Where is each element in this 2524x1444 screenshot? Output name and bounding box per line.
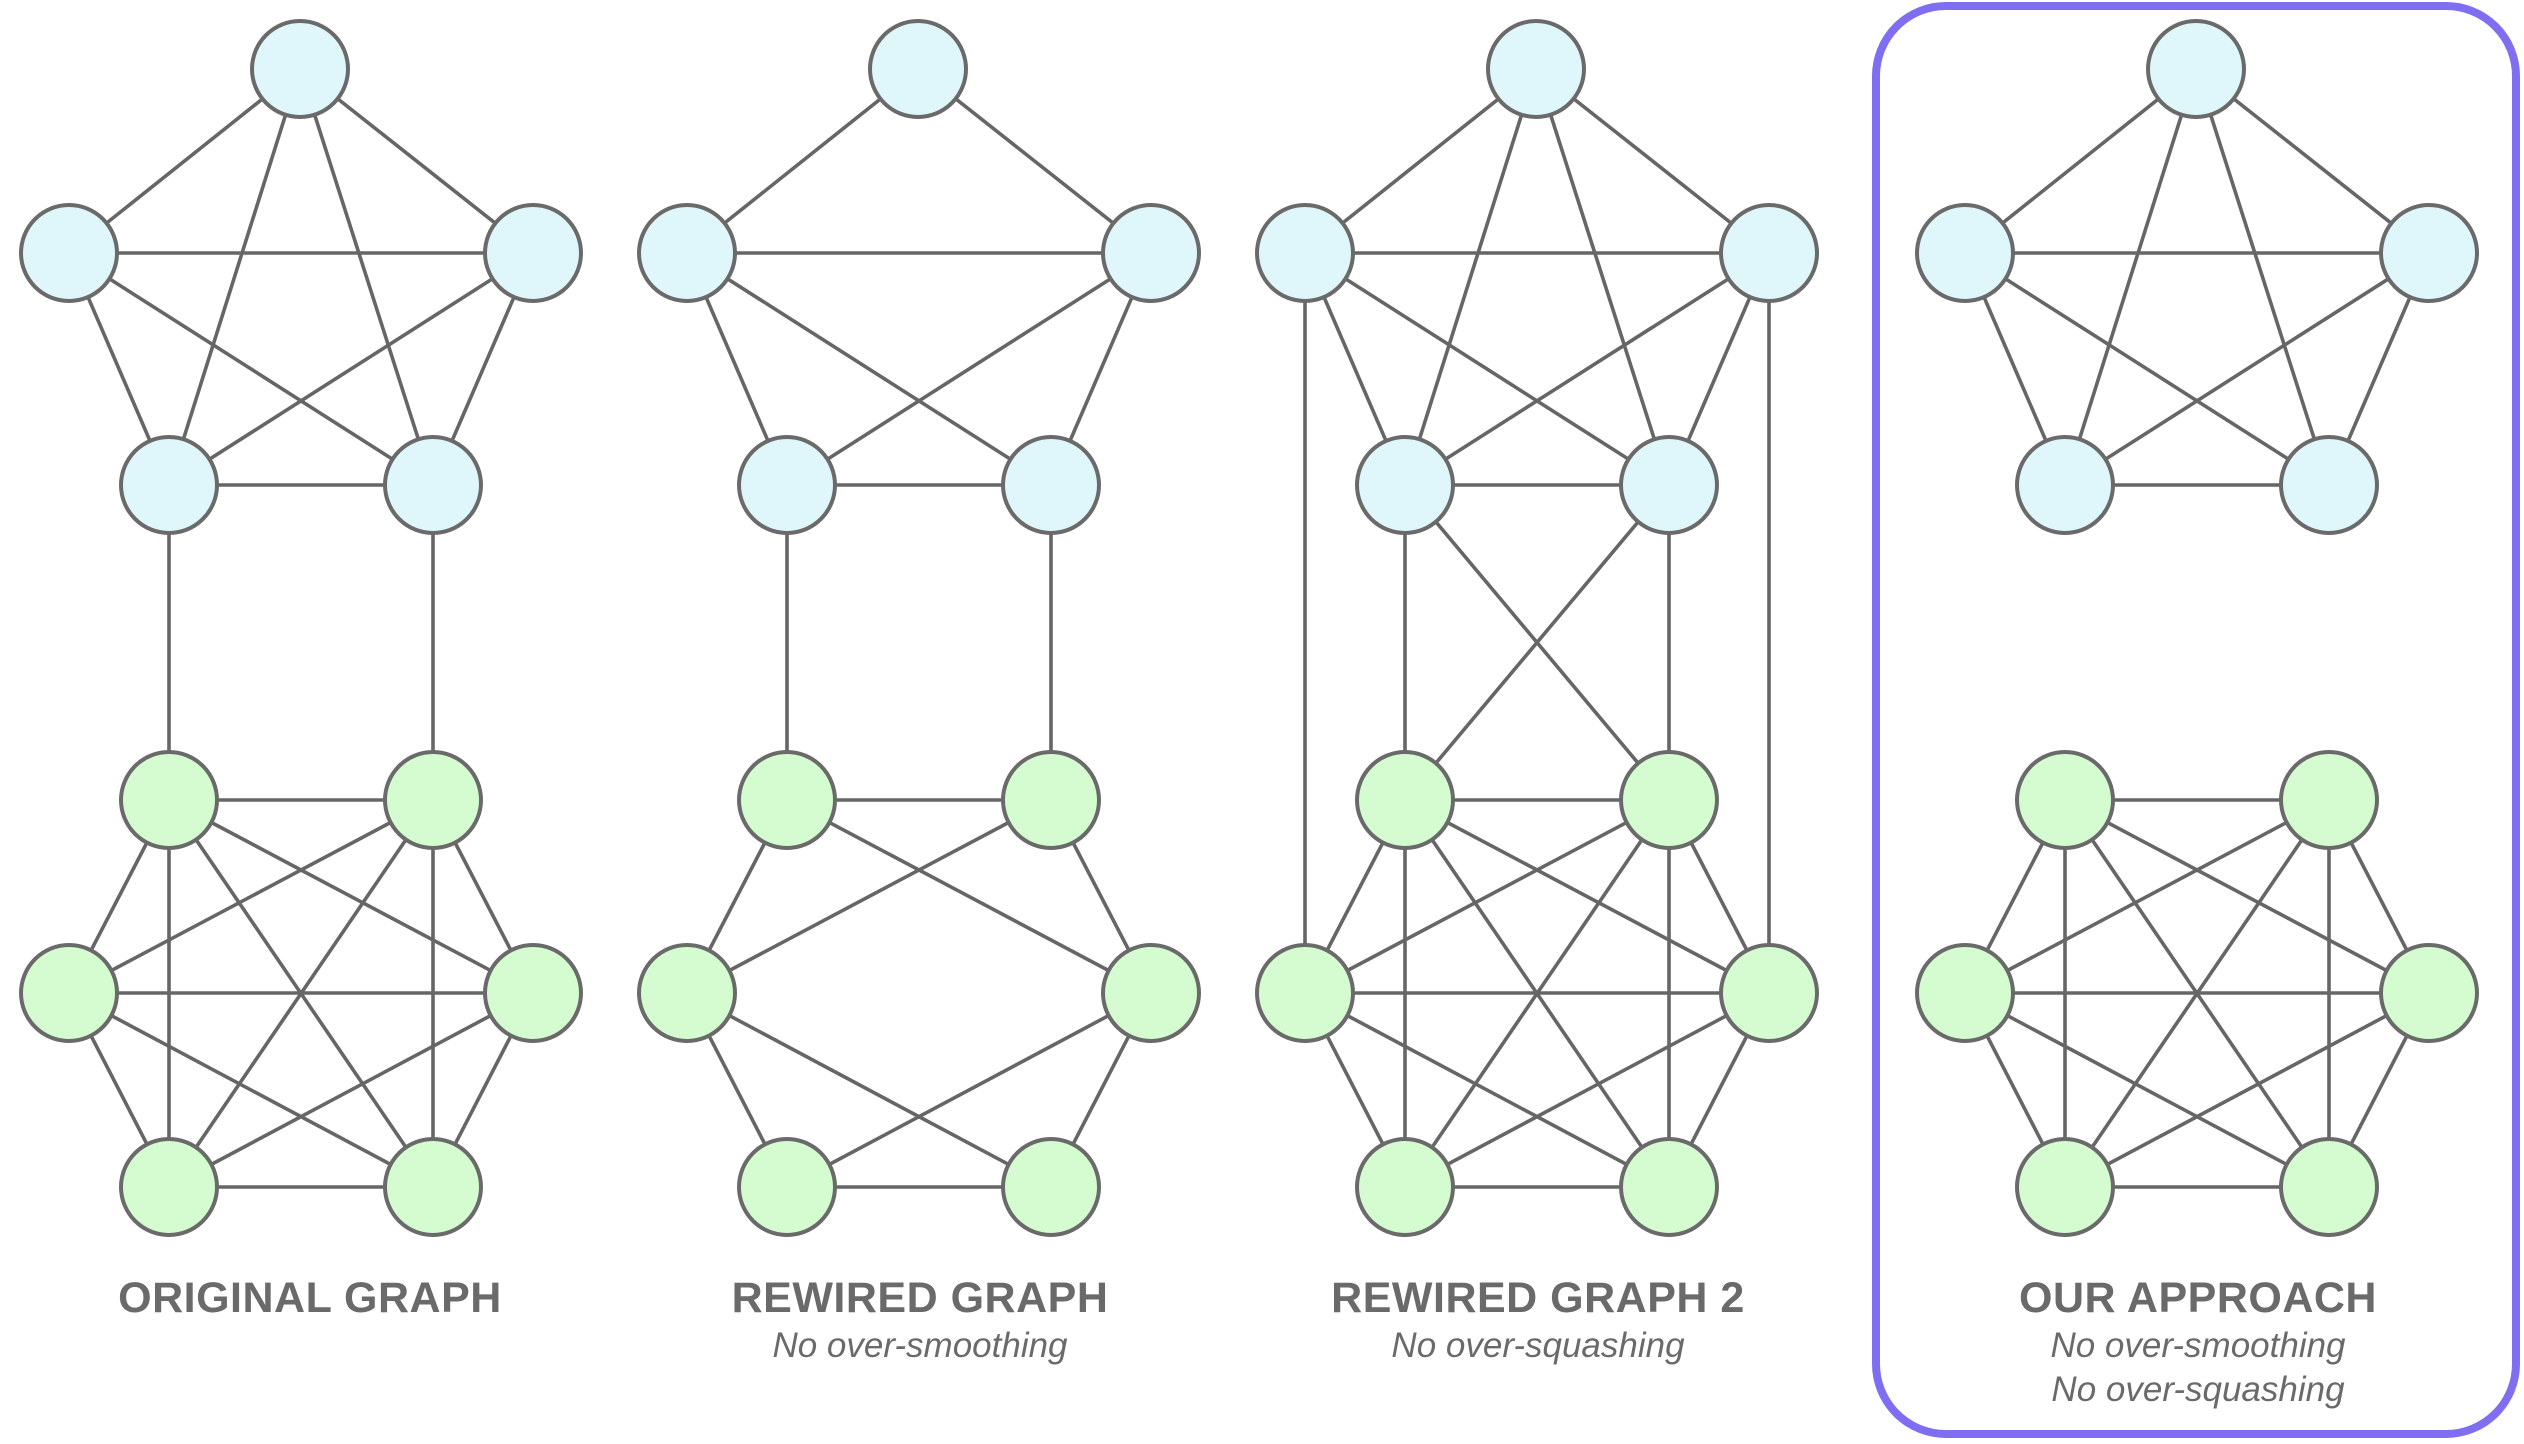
- bottom-left-node: [19, 943, 119, 1043]
- top-lower-right-node: [383, 435, 483, 535]
- graph-panel-original: [19, 19, 583, 1237]
- panel-title-rewired-graph: REWIRED GRAPH: [731, 1274, 1109, 1322]
- panel-subtitle-no-over-smoothing: No over-smoothing: [2050, 1326, 2346, 1365]
- bottom-upper-left-node: [2015, 750, 2115, 850]
- top-apex-node: [2146, 19, 2246, 119]
- top-lower-right-node: [1619, 435, 1719, 535]
- graph-edge: [685, 251, 1053, 487]
- bottom-lower-right-node: [1619, 1137, 1719, 1237]
- top-lower-left-node: [737, 435, 837, 535]
- graph-edge: [2063, 991, 2431, 1189]
- bottom-left-node: [1255, 943, 1355, 1043]
- graph-edge: [1403, 251, 1771, 487]
- bottom-upper-left-node: [737, 750, 837, 850]
- graph-edge: [2063, 67, 2198, 487]
- graph-edge: [1403, 798, 1771, 995]
- bottom-left-node: [637, 943, 737, 1043]
- caption-rewired-2: REWIRED GRAPH 2 No over-squashing: [1228, 1272, 1848, 1368]
- top-left-node: [1255, 203, 1355, 303]
- graph-edge: [1963, 798, 2331, 995]
- graph-edge: [67, 798, 435, 995]
- graph-edge: [1963, 991, 2331, 1189]
- graph-edge: [2063, 251, 2431, 487]
- graph-edge: [2063, 798, 2431, 995]
- graph-edge: [1963, 251, 2331, 487]
- our-approach-highlight-box: [1872, 2, 2520, 1438]
- panel-subtitle-no-over-squashing: No over-squashing: [2051, 1370, 2345, 1409]
- top-apex-node: [1486, 19, 1586, 119]
- top-left-node: [1915, 203, 2015, 303]
- caption-our-approach: OUR APPROACH No over-smoothing No over-s…: [1888, 1272, 2508, 1412]
- bottom-right-node: [1719, 943, 1819, 1043]
- bottom-right-node: [2379, 943, 2479, 1043]
- caption-rewired: REWIRED GRAPH No over-smoothing: [610, 1272, 1230, 1368]
- bottom-upper-right-node: [383, 750, 483, 850]
- top-lower-left-node: [1355, 435, 1455, 535]
- graph-edge: [167, 798, 535, 995]
- bottom-upper-right-node: [1001, 750, 1101, 850]
- graph-panel-ours: [1915, 19, 2479, 1237]
- bottom-upper-left-node: [119, 750, 219, 850]
- graph-edge: [167, 991, 535, 1189]
- top-lower-right-node: [1001, 435, 1101, 535]
- graph-edge: [785, 991, 1153, 1189]
- bottom-upper-right-node: [1619, 750, 1719, 850]
- bottom-upper-right-node: [2279, 750, 2379, 850]
- graph-panel-rewired2: [1255, 19, 1819, 1237]
- bottom-lower-right-node: [383, 1137, 483, 1237]
- graph-edge: [1303, 251, 1671, 487]
- bottom-right-node: [483, 943, 583, 1043]
- graph-edge: [67, 251, 435, 487]
- bottom-lower-left-node: [2015, 1137, 2115, 1237]
- bottom-lower-right-node: [2279, 1137, 2379, 1237]
- panel-title-original-graph: ORIGINAL GRAPH: [118, 1274, 502, 1322]
- panel-title-rewired-graph-2: REWIRED GRAPH 2: [1331, 1274, 1745, 1322]
- bottom-upper-left-node: [1355, 750, 1455, 850]
- top-right-node: [483, 203, 583, 303]
- graph-edge: [785, 798, 1153, 995]
- panel-subtitle-no-over-smoothing: No over-smoothing: [772, 1326, 1068, 1365]
- top-right-node: [2379, 203, 2479, 303]
- top-apex-node: [250, 19, 350, 119]
- graph-edge: [298, 67, 435, 487]
- bottom-lower-left-node: [119, 1137, 219, 1237]
- graph-edge: [1403, 991, 1771, 1189]
- caption-original: ORIGINAL GRAPH: [0, 1272, 620, 1324]
- graph-edge: [1303, 798, 1671, 995]
- panel-subtitle-no-over-squashing: No over-squashing: [1391, 1326, 1685, 1365]
- graph-edge: [1403, 483, 1671, 802]
- graph-edge: [1303, 991, 1671, 1189]
- top-lower-left-node: [119, 435, 219, 535]
- graph-edge: [1403, 67, 1538, 487]
- graph-edge: [685, 991, 1053, 1189]
- graph-edge: [685, 798, 1053, 995]
- graph-edge: [167, 67, 302, 487]
- bottom-lower-left-node: [1355, 1137, 1455, 1237]
- graph-edge: [785, 251, 1153, 487]
- graph-edge: [2194, 67, 2331, 487]
- top-lower-right-node: [2279, 435, 2379, 535]
- bottom-right-node: [1101, 943, 1201, 1043]
- graph-edge: [67, 991, 435, 1189]
- bottom-lower-left-node: [737, 1137, 837, 1237]
- graph-edge: [167, 251, 535, 487]
- top-lower-left-node: [2015, 435, 2115, 535]
- panel-title-our-approach: OUR APPROACH: [2019, 1274, 2377, 1322]
- top-right-node: [1719, 203, 1819, 303]
- bottom-left-node: [1915, 943, 2015, 1043]
- graph-panel-rewired: [637, 19, 1201, 1237]
- bottom-lower-right-node: [1001, 1137, 1101, 1237]
- graph-edge: [1534, 67, 1671, 487]
- top-left-node: [19, 203, 119, 303]
- top-right-node: [1101, 203, 1201, 303]
- top-left-node: [637, 203, 737, 303]
- top-apex-node: [868, 19, 968, 119]
